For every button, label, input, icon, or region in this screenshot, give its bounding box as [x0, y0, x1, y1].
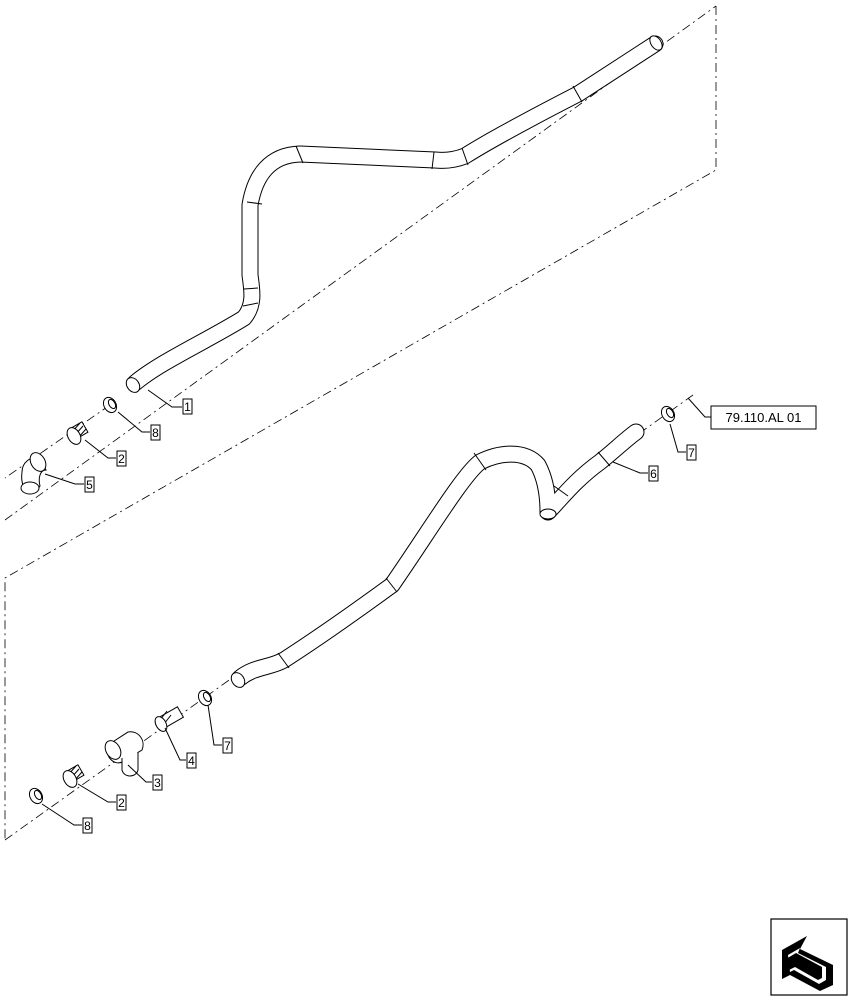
callout-3: 3 [152, 774, 163, 791]
elbow-fitting [20, 452, 47, 495]
svg-text:7: 7 [224, 739, 231, 753]
leader-lines [41, 389, 711, 826]
svg-text:2: 2 [118, 796, 125, 810]
hose-upper [125, 35, 664, 393]
callout-4: 4 [186, 752, 197, 769]
clamp-lower [28, 787, 44, 805]
fitting-upper [66, 421, 89, 445]
callout-5: 5 [84, 476, 95, 493]
callout-2-bottom: 2 [116, 794, 127, 811]
callout-7-mid: 7 [222, 737, 233, 754]
reference-label[interactable]: 79.110.AL 01 [726, 410, 802, 425]
clamp-mid [197, 689, 213, 707]
svg-text:1: 1 [184, 400, 191, 414]
clamp-upper [102, 396, 118, 414]
svg-text:7: 7 [688, 446, 695, 460]
clamp-right [660, 405, 676, 423]
tee-fitting [104, 731, 144, 777]
callout-8-bottom: 8 [82, 817, 93, 834]
svg-text:8: 8 [152, 426, 159, 440]
svg-text:3: 3 [154, 776, 161, 790]
callout-6: 6 [648, 465, 659, 482]
page-turn-arrow-icon[interactable] [770, 918, 848, 996]
svg-text:4: 4 [188, 754, 195, 768]
callout-8-top: 8 [150, 424, 161, 441]
fitting-lower [62, 764, 85, 788]
svg-text:8: 8 [84, 819, 91, 833]
reference-link[interactable]: 79.110.AL 01 [710, 405, 817, 430]
callout-1: 1 [182, 398, 193, 415]
svg-text:5: 5 [86, 478, 93, 492]
svg-text:6: 6 [650, 467, 657, 481]
connector-fitting [154, 706, 185, 732]
hose-lower [230, 423, 645, 688]
callout-2-top: 2 [116, 450, 127, 467]
boundary-lines [4, 5, 717, 841]
svg-text:2: 2 [118, 452, 125, 466]
callout-7-right: 7 [686, 444, 697, 461]
